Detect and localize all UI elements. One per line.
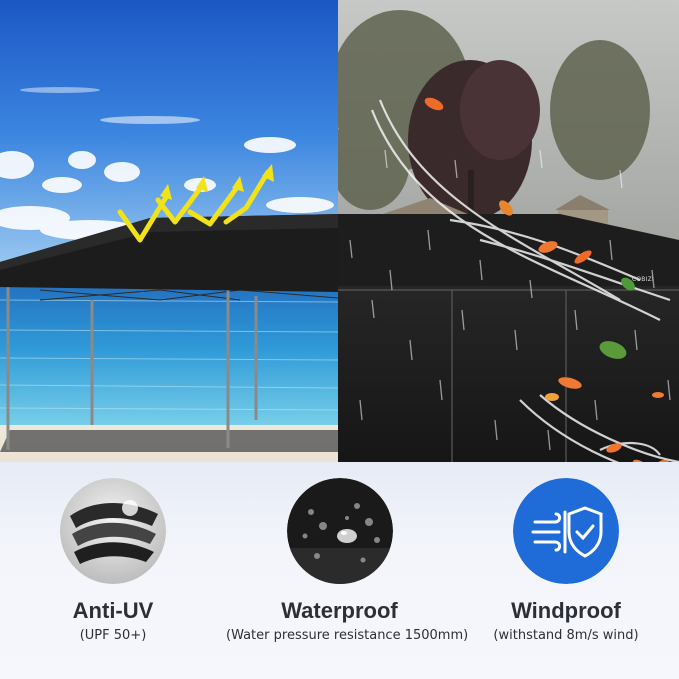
water-drops-icon [286, 478, 393, 584]
rain-icon [349, 149, 671, 451]
feature-subtitle: (withstand 8m/s wind) [493, 628, 639, 643]
tent-scene-art [0, 0, 679, 520]
tent-scene: COBIZI [0, 0, 679, 520]
wind-shield-icon [513, 478, 619, 584]
feature-subtitle: (Water pressure resistance 1500mm) [226, 628, 469, 643]
feature-title: Waterproof [281, 598, 398, 623]
brand-logo-text: COBIZI [632, 276, 654, 283]
feature-title: Windproof [511, 598, 621, 623]
uv-arrows-icon [117, 169, 271, 243]
uv-layers-icon [60, 478, 166, 584]
feature-windproof: Windproof (withstand 8m/s wind) [453, 478, 679, 643]
wind-swirl-icon [370, 99, 679, 482]
feature-title: Anti-UV [72, 598, 154, 623]
feature-subtitle: (UPF 50+) [79, 628, 147, 643]
feature-waterproof: Waterproof (Water pressure resistance 15… [226, 478, 469, 643]
feature-anti-uv: Anti-UV (UPF 50+) [0, 478, 226, 643]
